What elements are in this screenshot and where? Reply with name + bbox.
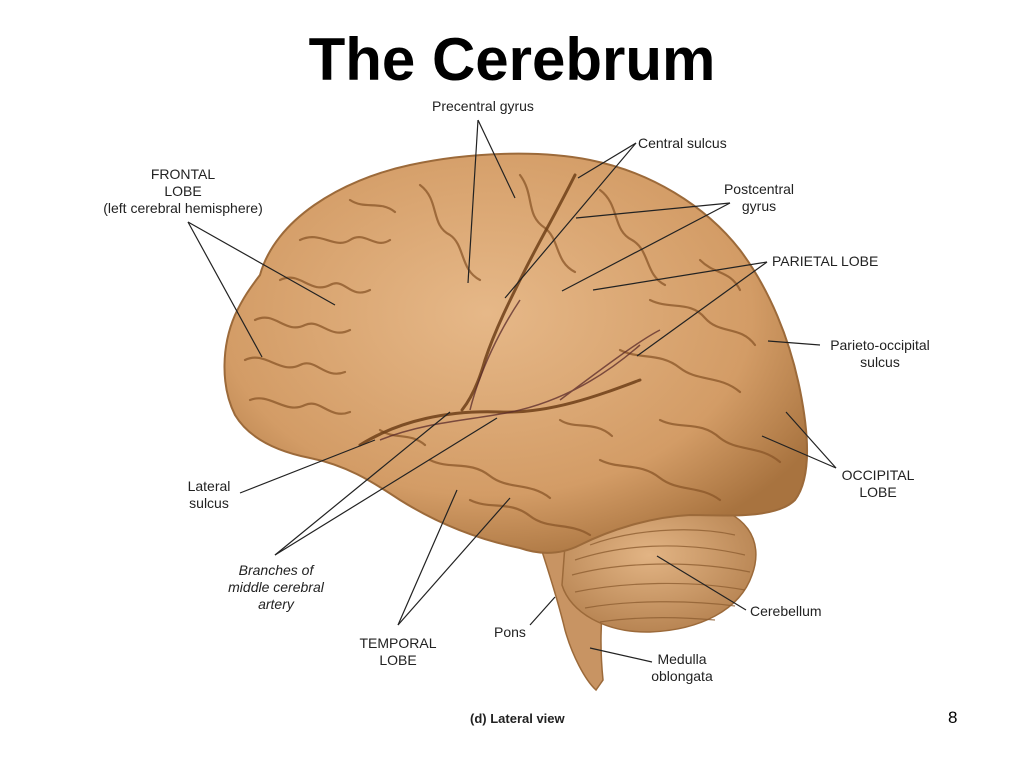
leader-temporal-1 — [397, 489, 458, 626]
label-cerebellum-text: Cerebellum — [750, 603, 822, 619]
leader-artery-1 — [274, 411, 451, 556]
leader-artery-2 — [274, 417, 498, 556]
label-lateral-sulcus: Lateral sulcus — [180, 478, 238, 512]
cerebrum-shape — [223, 152, 808, 554]
leader-precentral-1 — [467, 119, 479, 284]
leader-temporal-2 — [397, 497, 511, 626]
slide-title: The Cerebrum — [308, 26, 716, 93]
label-temporal-lobe-line-1: TEMPORAL — [359, 635, 437, 651]
label-medulla-oblongata: Medulla oblongata — [642, 651, 722, 685]
leader-central-1 — [577, 142, 637, 179]
leader-lines — [187, 119, 837, 663]
label-central-sulcus: Central sulcus — [638, 135, 727, 152]
label-middle-cerebral-artery: Branches of middle cerebral artery — [216, 562, 336, 613]
vessels — [379, 299, 661, 441]
label-frontal-lobe-line-1: FRONTAL — [150, 166, 216, 182]
leader-precentral-2 — [477, 119, 516, 199]
label-parieto-occipital-sulcus: Parieto-occipital sulcus — [818, 337, 942, 371]
leader-parietal-1 — [592, 261, 768, 291]
leader-frontal-2 — [187, 221, 263, 358]
label-precentral-gyrus: Precentral gyrus — [432, 98, 534, 115]
label-parietal-lobe-text: PARIETAL LOBE — [772, 253, 879, 269]
label-artery-line-2: middle cerebral — [228, 579, 324, 595]
label-parieto-occipital-line-2: sulcus — [860, 354, 900, 370]
gyri-texture — [243, 173, 782, 537]
leader-postcentral-2 — [561, 202, 731, 292]
label-medulla-line-1: Medulla — [657, 651, 707, 667]
label-frontal-lobe-line-2: LOBE — [164, 183, 202, 199]
label-medulla-line-2: oblongata — [651, 668, 713, 684]
leader-medulla — [589, 647, 653, 663]
leader-pons — [529, 596, 556, 626]
leader-occipital-1 — [761, 435, 837, 469]
label-pons-text: Pons — [494, 624, 526, 640]
leader-parieto-occipital — [767, 340, 821, 346]
leader-occipital-2 — [785, 411, 837, 469]
leader-frontal-1 — [187, 221, 336, 306]
leader-central-2 — [504, 142, 637, 299]
leader-postcentral-1 — [575, 202, 731, 219]
label-occipital-lobe-line-2: LOBE — [859, 484, 897, 500]
label-occipital-lobe-line-1: OCCIPITAL — [841, 467, 915, 483]
leader-cerebellum — [656, 555, 747, 611]
label-occipital-lobe: OCCIPITAL LOBE — [832, 467, 924, 501]
label-postcentral-gyrus-line-1: Postcentral — [723, 181, 795, 197]
label-lateral-sulcus-line-1: Lateral — [187, 478, 231, 494]
label-temporal-lobe-line-2: LOBE — [379, 652, 417, 668]
label-cerebellum: Cerebellum — [750, 603, 822, 620]
label-parietal-lobe: PARIETAL LOBE — [772, 253, 878, 270]
label-parieto-occipital-line-1: Parieto-occipital — [830, 337, 930, 353]
label-pons: Pons — [494, 624, 526, 641]
leader-lateral-sulcus — [239, 439, 376, 494]
label-postcentral-gyrus: Postcentral gyrus — [712, 181, 806, 215]
label-lateral-sulcus-line-2: sulcus — [189, 495, 229, 511]
label-artery-line-3: artery — [258, 596, 294, 612]
label-temporal-lobe: TEMPORAL LOBE — [352, 635, 444, 669]
page-number: 8 — [948, 708, 958, 727]
label-precentral-gyrus-text: Precentral gyrus — [432, 98, 534, 114]
label-frontal-lobe-line-3: (left cerebral hemisphere) — [103, 200, 263, 216]
major-sulci — [358, 173, 642, 447]
label-frontal-lobe: FRONTAL LOBE (left cerebral hemisphere) — [92, 166, 274, 217]
label-postcentral-gyrus-line-2: gyrus — [741, 198, 777, 214]
label-central-sulcus-text: Central sulcus — [638, 135, 727, 151]
figure-caption: (d) Lateral view — [470, 711, 565, 726]
label-artery-line-1: Branches of — [238, 562, 314, 578]
cerebellum-folia — [571, 529, 751, 623]
leader-parietal-2 — [636, 261, 768, 357]
